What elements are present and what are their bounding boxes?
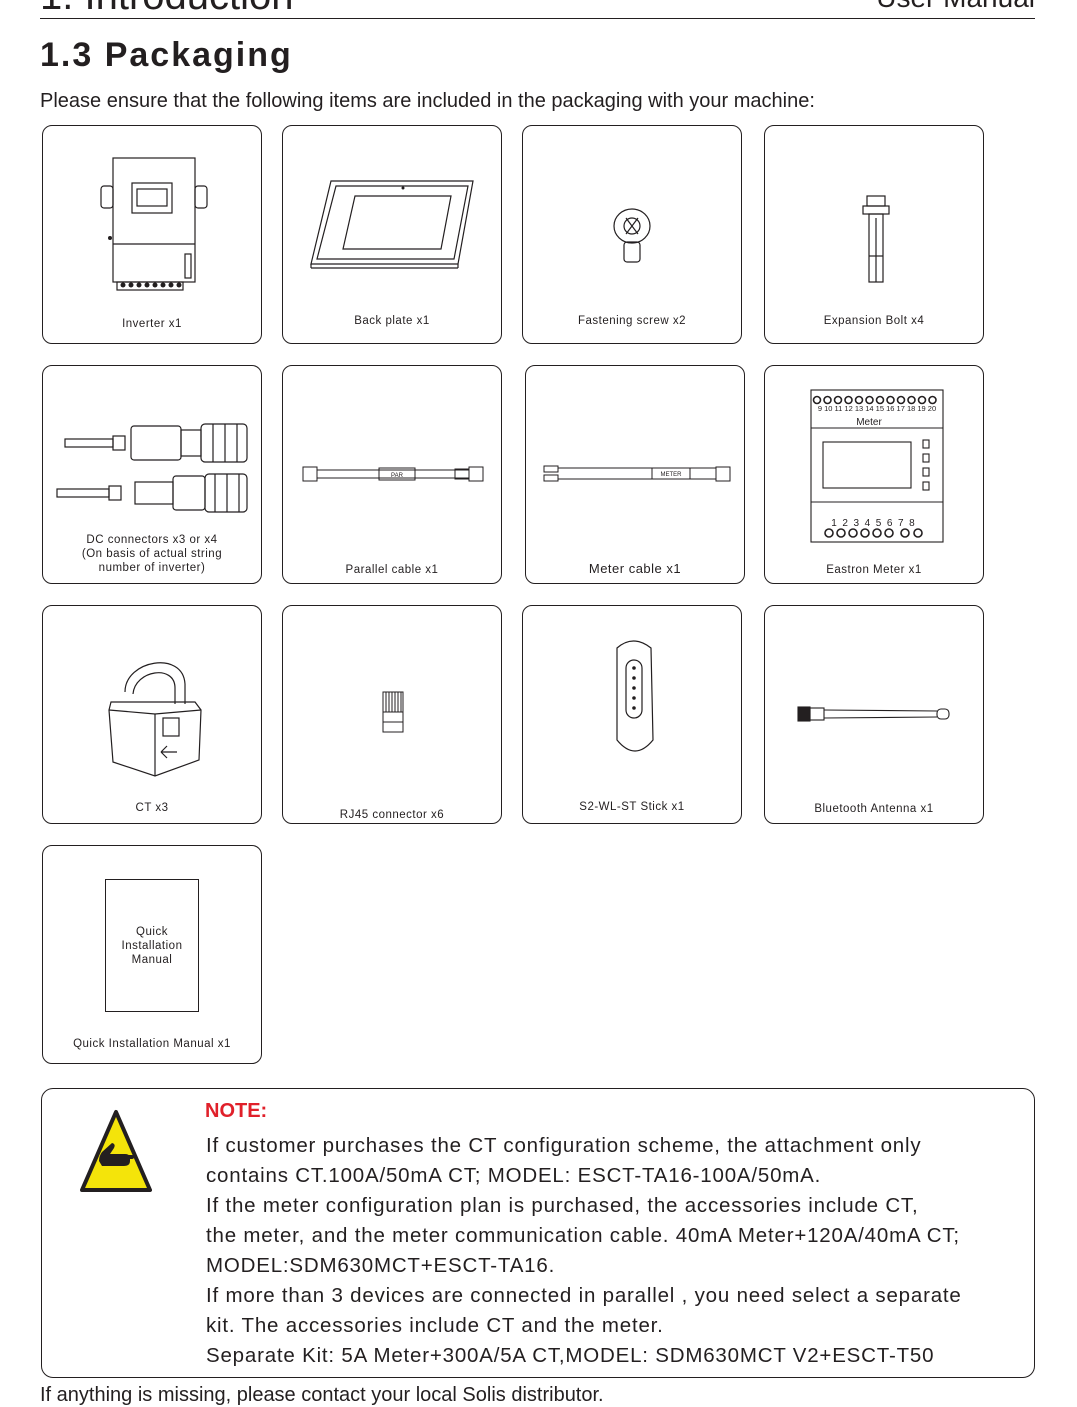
- item-caption: Bluetooth Antenna x1: [814, 803, 934, 815]
- meter-bottom-terminal-numbers: 1 2 3 4 5 6 7 8: [831, 518, 915, 529]
- item-card-eastron-meter: 9 10 11 12 13 14 15 16 17 18 19 20 Meter…: [764, 365, 984, 584]
- item-card-ct: CT x3: [42, 605, 262, 824]
- section-title: 1.3 Packaging: [40, 36, 293, 74]
- meter-name-label: Meter: [856, 417, 882, 428]
- item-card-back-plate: Back plate x1: [282, 125, 502, 344]
- item-card-meter-cable: METER Meter cable x1: [525, 365, 745, 584]
- meter-icon: 9 10 11 12 13 14 15 16 17 18 19 20 Meter…: [810, 389, 944, 543]
- item-caption-line: number of inverter): [98, 562, 206, 574]
- inverter-icon: [100, 157, 208, 291]
- expansion-bolt-icon: [862, 195, 890, 283]
- dc-connector-icon: [56, 423, 248, 513]
- manual-cover-icon: Quick Installation Manual: [105, 879, 199, 1012]
- item-caption: Inverter x1: [122, 318, 182, 330]
- item-caption: Fastening screw x2: [577, 315, 687, 327]
- note-line: the meter, and the meter communication c…: [206, 1224, 960, 1247]
- item-caption: Parallel cable x1: [345, 564, 439, 576]
- warning-hand-icon: [80, 1110, 152, 1192]
- item-caption-line: (On basis of actual string: [81, 548, 223, 560]
- manual-cover-line: Quick: [136, 926, 168, 938]
- rj45-connector-icon: [382, 691, 404, 733]
- item-caption: Expansion Bolt x4: [823, 315, 925, 327]
- wifi-stick-icon: [616, 640, 654, 752]
- meter-cable-icon: METER: [543, 465, 731, 482]
- item-caption: Eastron Meter x1: [826, 564, 922, 576]
- item-card-wifi-stick: S2-WL-ST Stick x1: [522, 605, 742, 824]
- item-card-fastening-screw: Fastening screw x2: [522, 125, 742, 344]
- note-line: contains CT.100A/50mA CT; MODEL: ESCT-TA…: [206, 1164, 822, 1187]
- item-card-quick-manual: Quick Installation Manual Quick Installa…: [42, 845, 262, 1064]
- footer-text: If anything is missing, please contact y…: [40, 1384, 604, 1406]
- note-line: kit. The accessories include CT and the …: [206, 1314, 664, 1337]
- note-line: If more than 3 devices are connected in …: [206, 1284, 962, 1307]
- screw-icon: [613, 208, 651, 263]
- item-caption: CT x3: [135, 802, 169, 814]
- item-caption: RJ45 connector x6: [339, 809, 445, 821]
- note-title: NOTE:: [205, 1100, 268, 1122]
- manual-cover-line: Installation: [121, 940, 183, 952]
- note-line: If customer purchases the CT configurati…: [206, 1134, 922, 1157]
- item-card-rj45: RJ45 connector x6: [282, 605, 502, 824]
- item-card-expansion-bolt: Expansion Bolt x4: [764, 125, 984, 344]
- item-caption: Back plate x1: [354, 315, 430, 327]
- item-caption: S2-WL-ST Stick x1: [579, 801, 685, 813]
- meter-top-terminal-numbers: 9 10 11 12 13 14 15 16 17 18 19 20: [818, 404, 936, 413]
- note-body: If customer purchases the CT configurati…: [206, 1131, 962, 1371]
- intro-text: Please ensure that the following items a…: [40, 90, 815, 112]
- item-caption: Quick Installation Manual x1: [73, 1038, 231, 1050]
- manual-cover-line: Manual: [131, 954, 173, 966]
- item-card-parallel-cable: PAR Parallel cable x1: [282, 365, 502, 584]
- meter-cable-label: METER: [661, 472, 683, 478]
- ct-clamp-icon: [108, 662, 202, 777]
- note-line: Separate Kit: 5A Meter+300A/5A CT,MODEL:…: [206, 1344, 935, 1367]
- back-plate-icon: [310, 180, 474, 269]
- header-rule: [40, 18, 1035, 19]
- note-line: MODEL:SDM630MCT+ESCT-TA16.: [206, 1254, 556, 1277]
- parallel-cable-icon: PAR: [302, 466, 484, 482]
- item-card-bluetooth-antenna: Bluetooth Antenna x1: [764, 605, 984, 824]
- parallel-cable-label: PAR: [391, 473, 404, 479]
- item-card-dc-connectors: DC connectors x3 or x4 (On basis of actu…: [42, 365, 262, 584]
- note-box: [41, 1088, 1035, 1378]
- note-line: If the meter configuration plan is purch…: [206, 1194, 919, 1217]
- item-caption: Meter cable x1: [588, 561, 682, 576]
- manual-header: User Manual: [876, 0, 1035, 14]
- item-caption-line: DC connectors x3 or x4: [86, 534, 218, 546]
- item-card-inverter: Inverter x1: [42, 125, 262, 344]
- antenna-icon: [797, 706, 950, 722]
- chapter-header: 1. Introduction: [40, 0, 294, 19]
